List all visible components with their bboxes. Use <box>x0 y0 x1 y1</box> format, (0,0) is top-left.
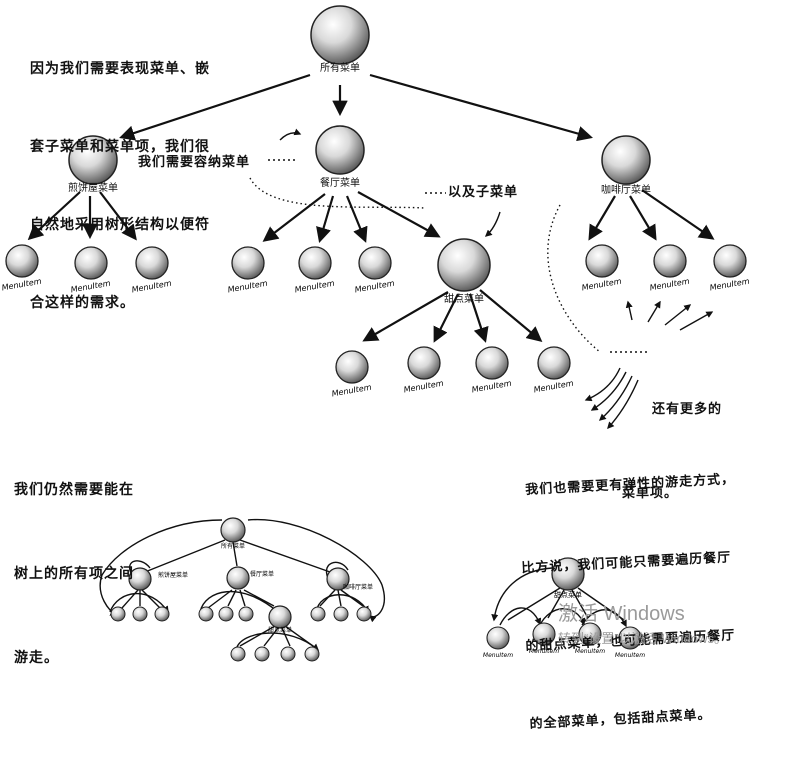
small-label-cafe-menu: 咖啡厅菜单 <box>343 583 373 591</box>
menu-item-label: MenuItem <box>471 379 512 395</box>
label-cafe-menu: 咖啡厅菜单 <box>601 184 651 196</box>
small-menu-item <box>231 647 245 661</box>
small-label-dessert-menu: 甜点菜单 <box>268 626 292 634</box>
node-all-menus: 所有菜单 <box>311 6 369 74</box>
menu-item-label: MenuItem <box>227 279 268 295</box>
menu-item-label: MenuItem <box>331 383 372 399</box>
small-label-all-menus: 所有菜单 <box>221 542 245 550</box>
note-intro-line-1: 因为我们需要表现菜单、嵌 <box>30 56 210 82</box>
menu-item-node: MenuItem <box>331 351 372 398</box>
small-menu-item <box>305 647 319 661</box>
note-traverse-all: 我们仍然需要能在 树上的所有项之间 游走。 <box>14 420 134 700</box>
note-flexible-traverse: 我们也需要更有弹性的游走方式， 比方说，我们可能只需要遍历餐厅 的甜点菜单，也可… <box>522 415 749 764</box>
small-menu-item <box>219 607 233 621</box>
node-dessert-menu: 甜点菜单 <box>438 239 490 305</box>
menu-item-label: MenuItem <box>709 277 750 293</box>
menu-item-node: MenuItem <box>354 247 395 294</box>
menu-item-node: MenuItem <box>403 347 444 394</box>
small-node-dessert-menu: 甜点菜单 <box>268 606 292 634</box>
small-menu-item <box>155 607 169 621</box>
menu-item-label: MenuItem <box>294 279 335 295</box>
watermark-title: 激活 Windows <box>558 597 727 626</box>
note-and-submenus: 以及子菜单 <box>448 180 518 206</box>
small-menu-item <box>311 607 325 621</box>
node-diner-menu: 餐厅菜单 <box>316 126 364 189</box>
label-dessert-menu: 甜点菜单 <box>444 292 484 305</box>
small-menu-item <box>281 647 295 661</box>
menu-item-label: MenuItem <box>581 277 622 293</box>
small-node-cafe-menu: 咖啡厅菜单 <box>327 568 373 591</box>
menu-item-label: MenuItem <box>354 279 395 295</box>
small-menu-item <box>334 607 348 621</box>
small-tree-full-traversal: 所有菜单 煎饼屋菜单 餐厅菜单 咖啡厅菜单 甜点菜单 <box>100 518 384 661</box>
small-menu-item <box>357 607 371 621</box>
menu-item-node: MenuItem <box>533 347 574 394</box>
node-cafe-menu: 咖啡厅菜单 <box>601 136 651 196</box>
small-label-pancake-menu: 煎饼屋菜单 <box>158 571 188 579</box>
small-menu-item <box>239 607 253 621</box>
note-intro-line-4: 合这样的需求。 <box>30 290 210 316</box>
windows-activation-watermark: 激活 Windows 转到“设置”以激活 Windows。 <box>558 597 727 647</box>
small-node-all-menus: 所有菜单 <box>221 518 245 550</box>
small-menu-item <box>133 607 147 621</box>
menu-item-node: MenuItem <box>709 245 750 292</box>
note-flexible-line-2: 比方说，我们可能只需要遍历餐厅 <box>521 545 740 582</box>
menu-item-node: MenuItem <box>581 245 622 292</box>
menu-item-label: MenuItem <box>533 379 574 395</box>
menu-item-node: MenuItem <box>649 245 690 292</box>
note-accommodate-menus: 我们需要容纳菜单 <box>138 150 250 176</box>
small-label-diner-menu: 餐厅菜单 <box>250 570 274 578</box>
menu-item-node: MenuItem <box>483 627 513 659</box>
watermark-subtitle: 转到“设置”以激活 Windows。 <box>558 628 727 647</box>
menu-item-node: MenuItem <box>227 247 268 294</box>
label-all-menus: 所有菜单 <box>320 61 360 74</box>
small-menu-item <box>199 607 213 621</box>
small-menu-item <box>255 647 269 661</box>
note-traverse-all-line-1: 我们仍然需要能在 <box>14 476 134 504</box>
label-diner-menu: 餐厅菜单 <box>320 176 360 189</box>
note-flexible-line-4: 的全部菜单，包括甜点菜单。 <box>529 701 748 738</box>
menu-item-node: MenuItem <box>471 347 512 394</box>
menu-item-label: MenuItem <box>649 277 690 293</box>
small-menu-items <box>111 607 371 661</box>
menu-item-label: MenuItem <box>483 652 513 659</box>
note-flexible-line-1: 我们也需要更有弹性的游走方式， <box>525 467 736 504</box>
note-traverse-all-line-3: 游走。 <box>14 644 134 672</box>
menu-item-label: MenuItem <box>403 379 444 395</box>
small-node-diner-menu: 餐厅菜单 <box>227 567 274 589</box>
note-traverse-all-line-2: 树上的所有项之间 <box>14 560 134 588</box>
note-intro-line-3: 自然地采用树形结构以便符 <box>30 212 210 238</box>
small-node-pancake-menu: 煎饼屋菜单 <box>129 568 188 590</box>
menu-item-node: MenuItem <box>294 247 335 294</box>
